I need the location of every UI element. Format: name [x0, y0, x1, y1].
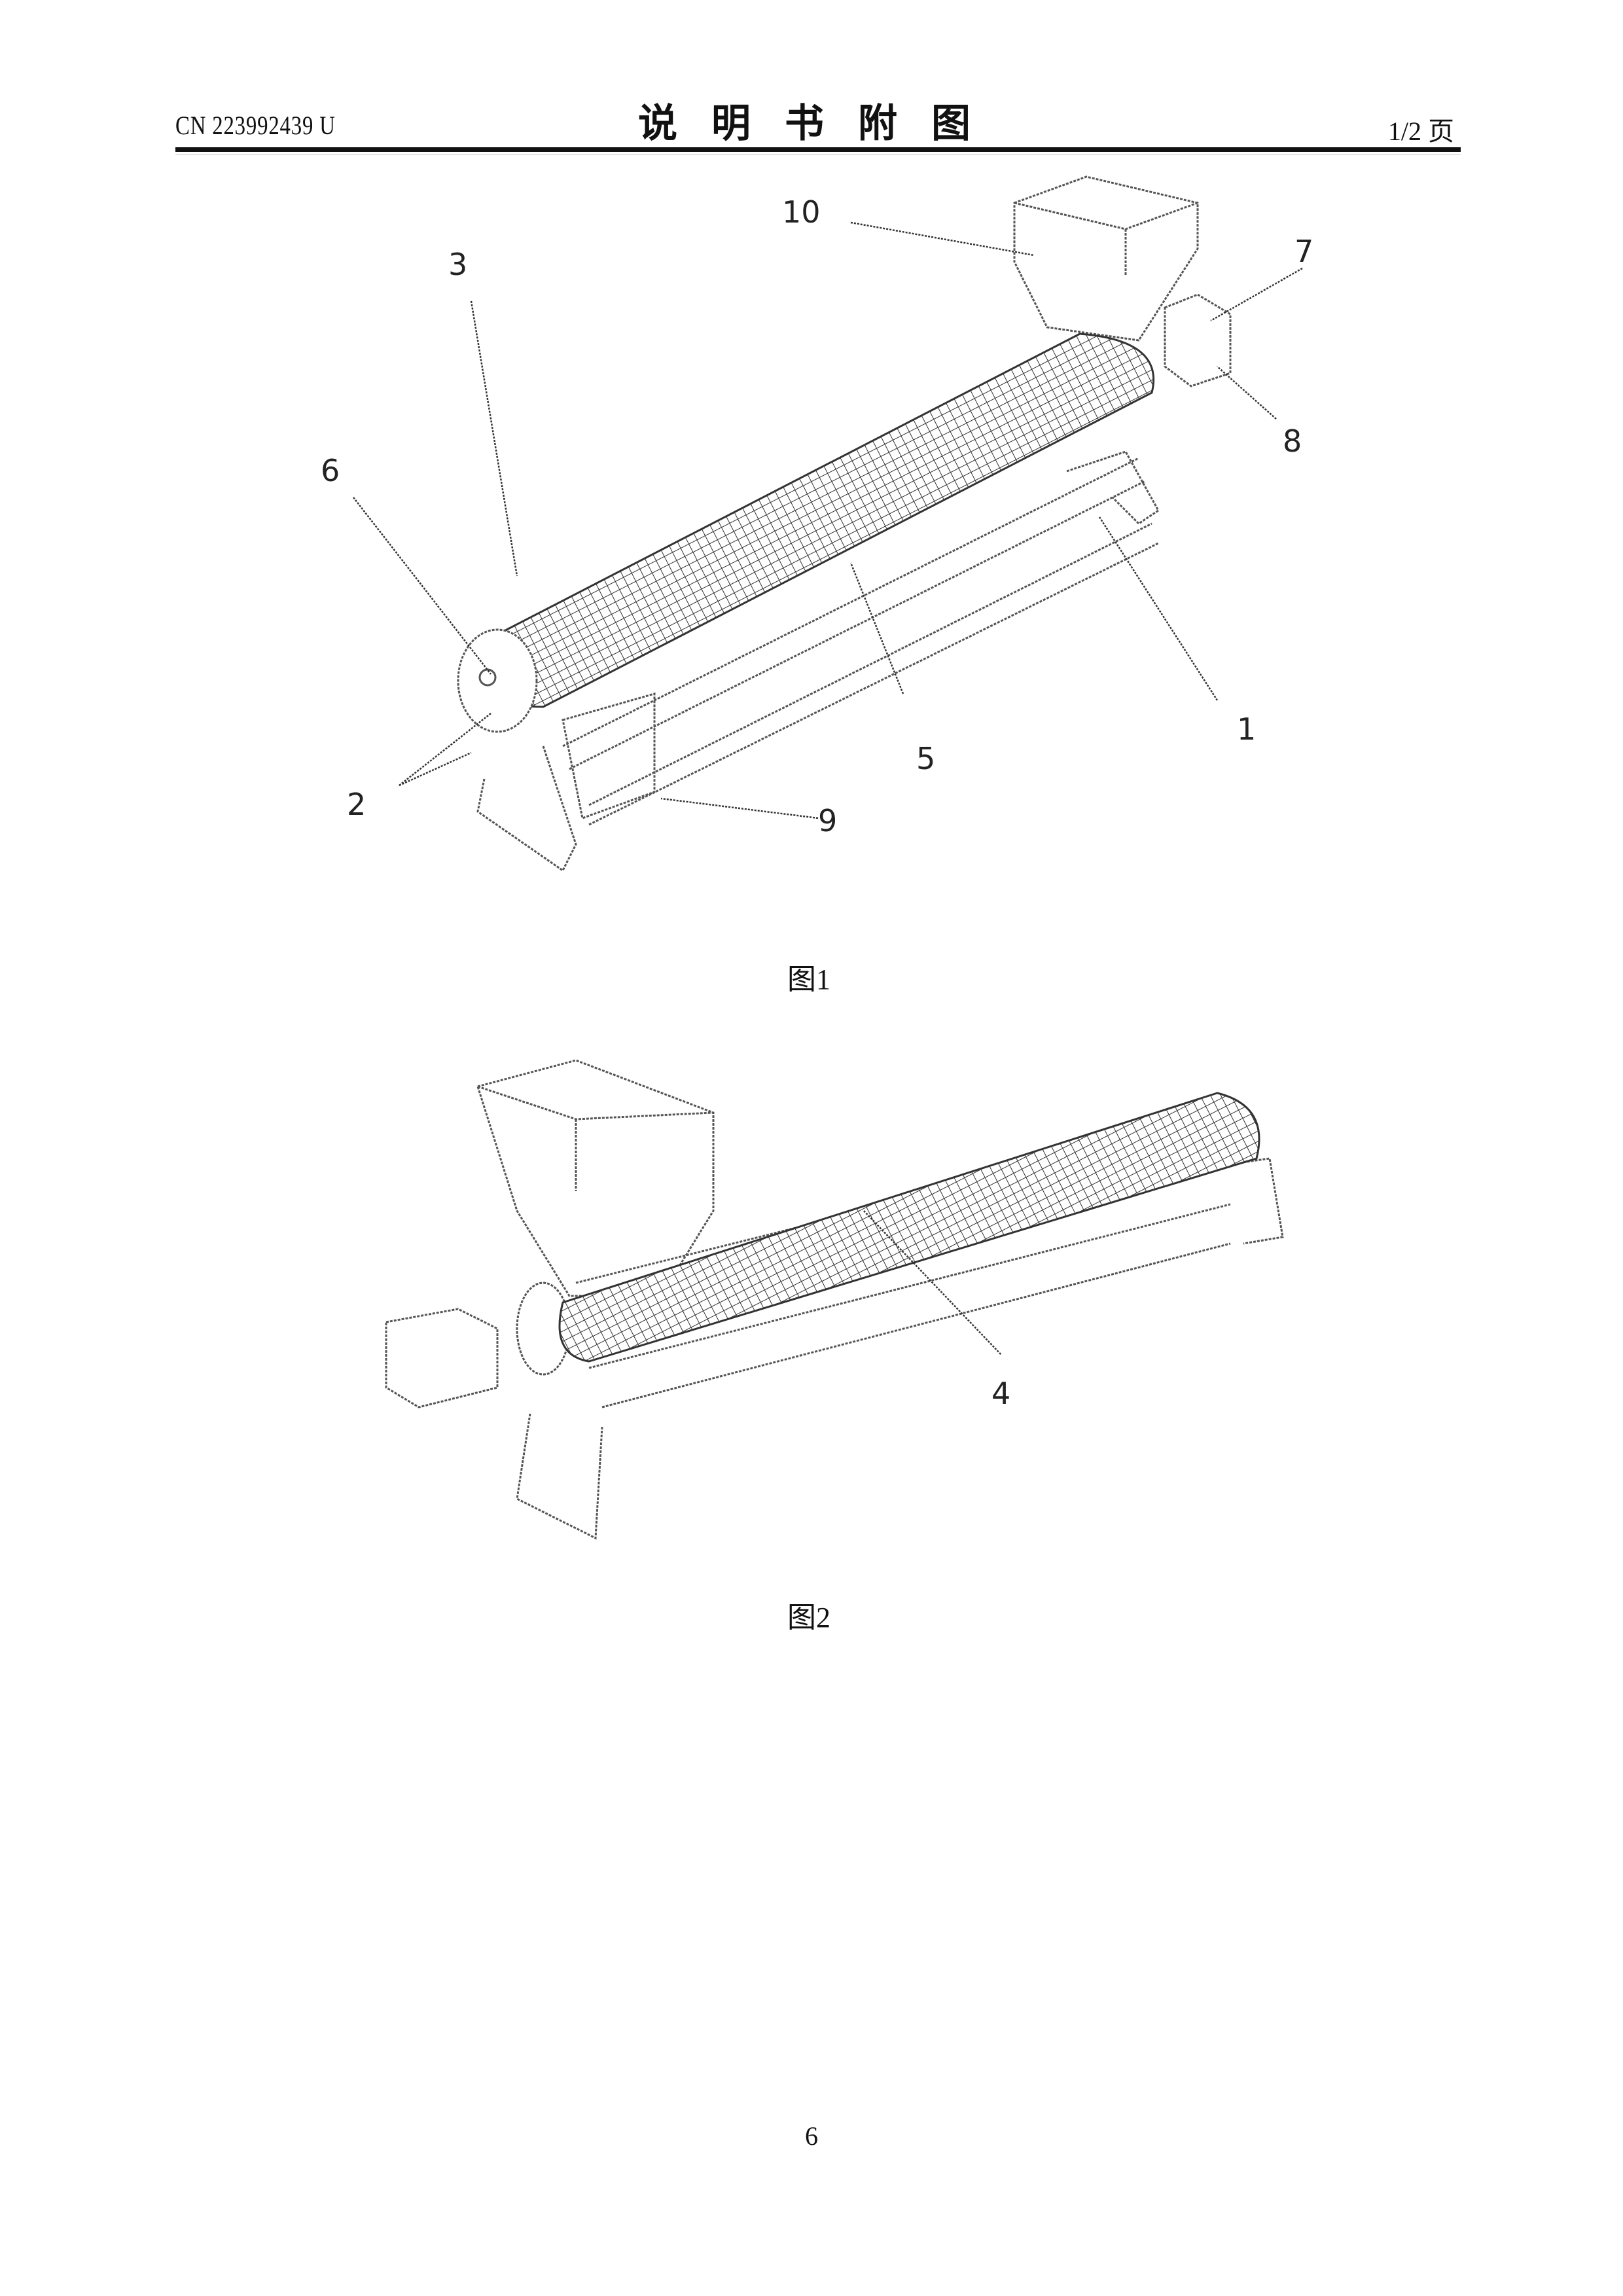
callout-10: 10: [782, 194, 821, 230]
screw-press-rear-view-drawing: 4: [385, 1059, 1284, 1540]
callout-1: 1: [1237, 711, 1256, 747]
figure-1-caption: 图1: [787, 963, 830, 996]
page-indicator: 1/2 页: [1387, 117, 1454, 146]
callout-3: 3: [448, 247, 467, 282]
figure-2-drawing: 4: [0, 1021, 1623, 1548]
patent-number: CN 223992439 U: [175, 111, 336, 140]
callout-7: 7: [1294, 234, 1313, 269]
header-rule-thin: [175, 154, 1461, 155]
screw-press-isometric-drawing: 10 3 7 8 6 2 5 1 9: [321, 175, 1313, 872]
figure-2-caption: 图2: [787, 1602, 830, 1634]
callout-9: 9: [818, 803, 837, 838]
callout-5: 5: [916, 741, 935, 776]
callout-4: 4: [991, 1376, 1010, 1411]
callout-6: 6: [321, 453, 340, 488]
callout-2: 2: [347, 787, 366, 822]
figure-1-drawing: 10 3 7 8 6 2 5 1 9: [0, 0, 1623, 985]
page-title: 说明书附图: [638, 101, 1005, 147]
header-rule: [175, 147, 1461, 152]
callout-8: 8: [1283, 423, 1302, 459]
page-number: 6: [805, 2121, 818, 2151]
